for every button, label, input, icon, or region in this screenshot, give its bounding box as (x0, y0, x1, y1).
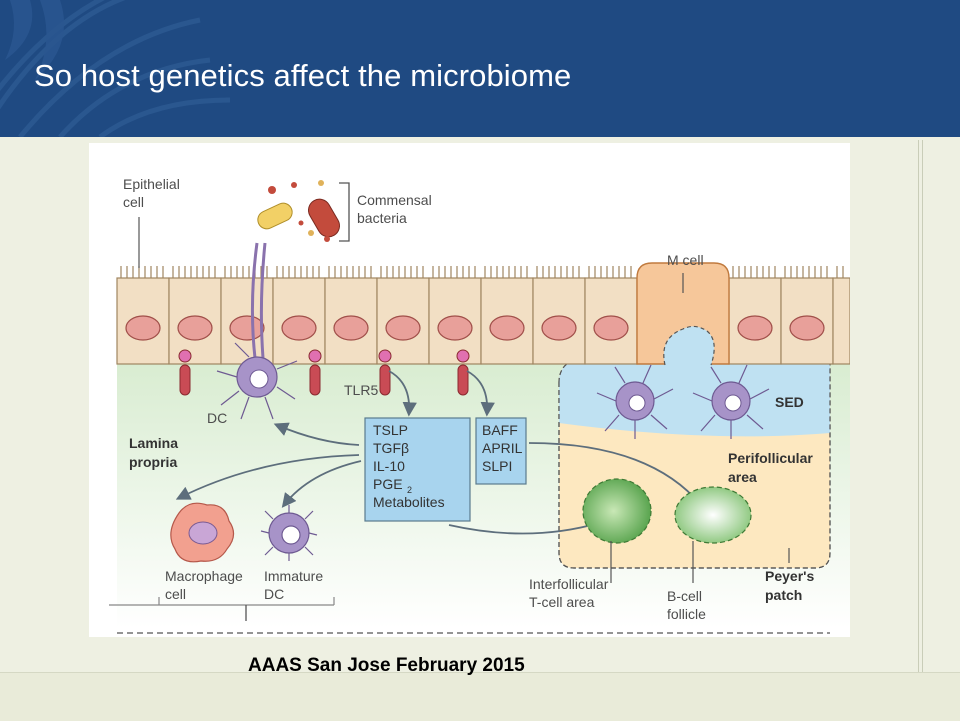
box1-subscript: 2 (407, 485, 412, 495)
divider-line (918, 140, 919, 672)
label-b-cell-follicle-2: follicle (667, 606, 706, 622)
dendritic-cell (216, 242, 298, 420)
signal-arrows (175, 370, 704, 535)
box1-line-1: TSLP (373, 422, 408, 438)
label-interfollicular-1: Interfollicular (529, 576, 609, 592)
label-immature-dc-2: DC (264, 586, 284, 602)
box1-line-2: TGFβ (373, 440, 409, 456)
m-cell (636, 262, 730, 366)
label-sed: SED (775, 394, 804, 410)
header-logo-watermark (0, 0, 231, 137)
bracket-ticks (158, 597, 335, 605)
baff-box (475, 417, 527, 485)
diagram-figure: TSLP TGFβ IL-10 PGE 2 Metabolites BAFF A… (89, 143, 850, 637)
interfollicular-t-cell-area (582, 478, 652, 544)
leader-lines (138, 217, 790, 583)
b-cell-follicle (674, 486, 752, 544)
box1-line-3: IL-10 (373, 458, 405, 474)
label-lamina-propria-2: propria (129, 454, 177, 470)
divider-line (922, 140, 923, 672)
label-peyers-patch-2: patch (765, 587, 802, 603)
label-epithelial-cell-2: cell (123, 194, 144, 210)
bottom-band (0, 672, 960, 721)
label-b-cell-follicle-1: B-cell (667, 588, 702, 604)
label-interfollicular-2: T-cell area (529, 594, 595, 610)
label-dc: DC (207, 410, 227, 426)
label-epithelial-cell-1: Epithelial (123, 176, 180, 192)
label-m-cell: M cell (667, 252, 704, 268)
label-commensal-bacteria-1: Commensal (357, 192, 432, 208)
macrophage-cell (170, 502, 235, 563)
label-perifollicular-1: Perifollicular (728, 450, 813, 466)
label-perifollicular-2: area (728, 469, 757, 485)
slide-header: So host genetics affect the microbiome (0, 0, 960, 137)
epithelial-nuclei (125, 315, 825, 341)
commensal-bacteria (257, 180, 340, 242)
epithelial-layer (116, 277, 850, 365)
box2-line-2: APRIL (482, 440, 523, 456)
box2-line-3: SLPI (482, 458, 512, 474)
label-immature-dc-1: Immature (264, 568, 323, 584)
sed-dc-nuclei (628, 394, 742, 412)
intestinal-immunity-diagram: TSLP TGFβ IL-10 PGE 2 Metabolites BAFF A… (109, 176, 850, 634)
label-macrophage-1: Macrophage (165, 568, 243, 584)
label-macrophage-2: cell (165, 586, 186, 602)
tlr5-receptors (178, 349, 470, 396)
immature-dc-cell (260, 505, 318, 561)
box2-line-1: BAFF (482, 422, 518, 438)
microvilli (120, 266, 844, 278)
label-lamina-propria-1: Lamina (129, 435, 178, 451)
box1-line-5: Metabolites (373, 494, 445, 510)
footer-caption: AAAS San Jose February 2015 (248, 655, 525, 676)
label-tlr5: TLR5 (344, 382, 378, 398)
cytokine-box (364, 417, 471, 522)
label-peyers-patch-1: Peyer's (765, 568, 814, 584)
bacteria-bracket (339, 182, 350, 242)
slide-title: So host genetics affect the microbiome (34, 58, 572, 93)
box1-line-4: PGE (373, 476, 403, 492)
label-commensal-bacteria-2: bacteria (357, 210, 407, 226)
